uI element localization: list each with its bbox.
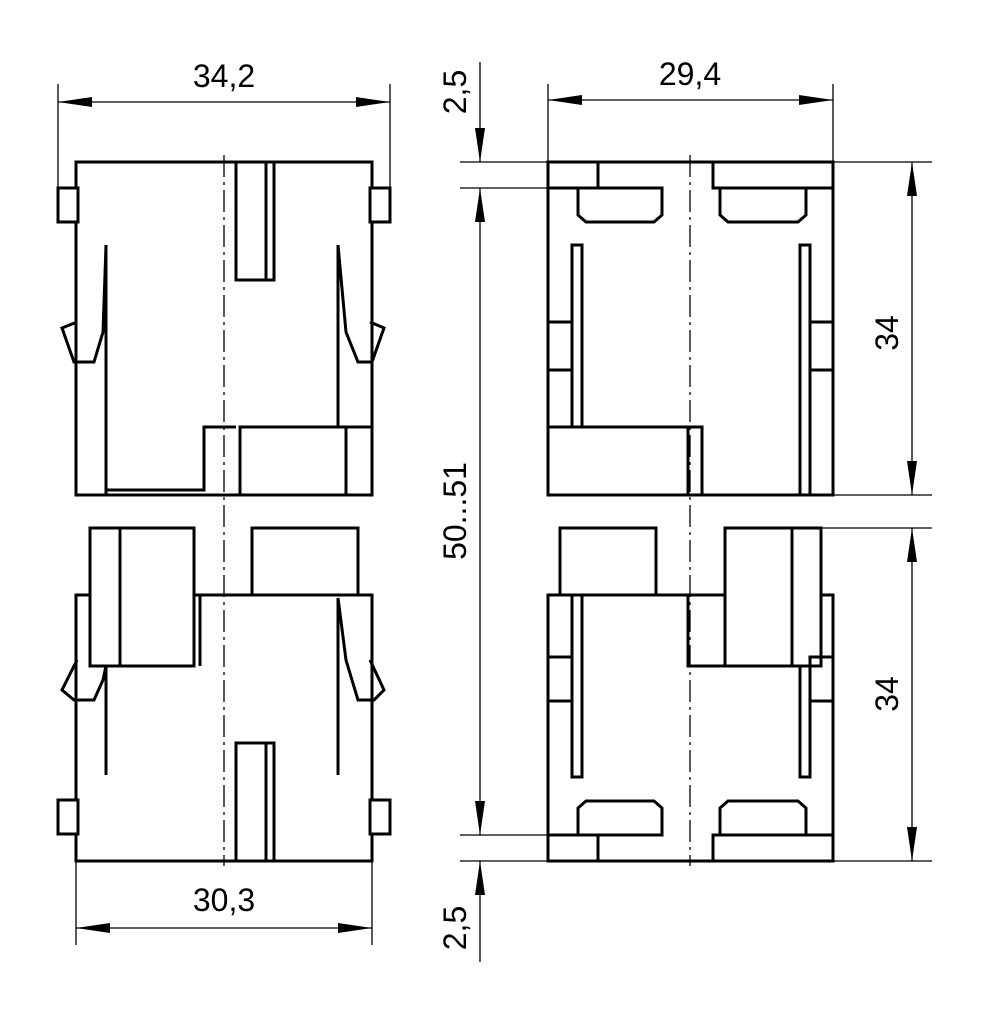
arrowhead xyxy=(58,97,92,107)
dim-label-34-2: 34,2 xyxy=(193,58,255,94)
arrowhead xyxy=(475,861,485,895)
dimension-top-right-width: 29,4 xyxy=(547,56,834,162)
dimension-upper-height: 34 xyxy=(833,161,932,496)
centerlines xyxy=(223,155,691,866)
arrowhead xyxy=(907,461,917,495)
arrowhead xyxy=(76,923,110,933)
arrowhead xyxy=(475,128,485,162)
dim-label-29-4: 29,4 xyxy=(659,56,721,92)
arrowhead xyxy=(907,528,917,562)
left-upper-housing xyxy=(56,160,392,497)
dimension-bottom-left-width: 30,3 xyxy=(75,860,373,945)
dim-label-bottom-2-5: 2,5 xyxy=(437,906,473,950)
arrowhead xyxy=(907,827,917,861)
dim-label-30-3: 30,3 xyxy=(193,882,255,918)
dim-label-lower-34: 34 xyxy=(869,676,905,712)
dimension-lower-height: 34 xyxy=(821,527,932,862)
left-lower-housing xyxy=(56,526,392,863)
right-lower-housing xyxy=(546,526,835,863)
arrowhead xyxy=(907,162,917,196)
dimension-vertical-middle: 2,5 50...51 2,5 xyxy=(437,62,548,962)
arrowhead xyxy=(799,95,833,105)
arrowhead xyxy=(548,95,582,105)
dim-label-top-2-5: 2,5 xyxy=(437,70,473,114)
dimension-top-left-width: 34,2 xyxy=(57,58,391,190)
dim-label-upper-34: 34 xyxy=(869,315,905,351)
arrowhead xyxy=(475,188,485,222)
dim-label-50-51: 50...51 xyxy=(437,462,473,560)
arrowhead xyxy=(475,801,485,835)
arrowhead xyxy=(356,97,390,107)
arrowhead xyxy=(338,923,372,933)
